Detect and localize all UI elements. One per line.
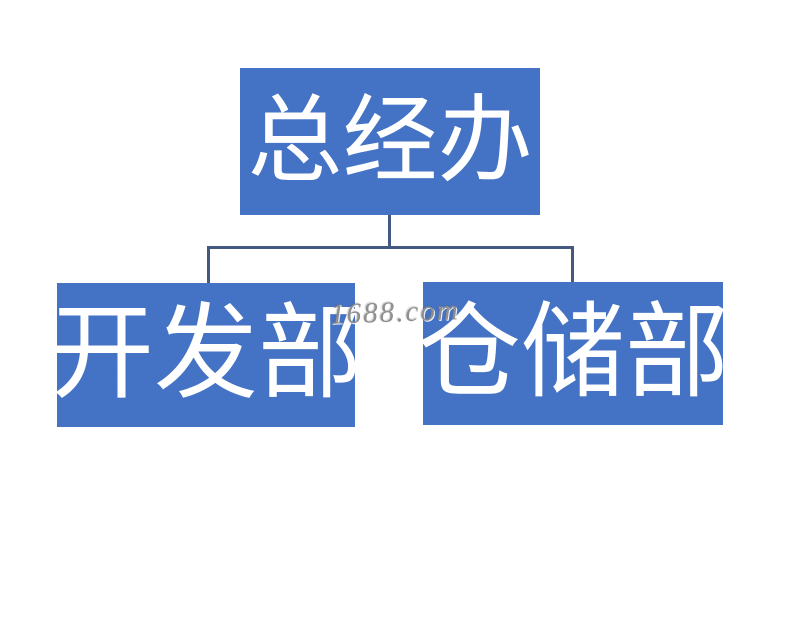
org-node-development: 开发部 [50, 283, 362, 427]
org-node-development-label: 开发部 [50, 297, 363, 412]
connector-stem [388, 215, 391, 248]
org-node-warehouse-label: 仓储部 [417, 295, 730, 411]
org-node-warehouse: 仓储部 [417, 282, 729, 425]
connector-drop-right [571, 246, 574, 282]
org-node-root-label: 总经办 [247, 88, 533, 194]
connector-horizontal-bar [207, 246, 574, 249]
connector-drop-left [207, 246, 210, 283]
org-node-root: 总经办 [240, 68, 540, 215]
